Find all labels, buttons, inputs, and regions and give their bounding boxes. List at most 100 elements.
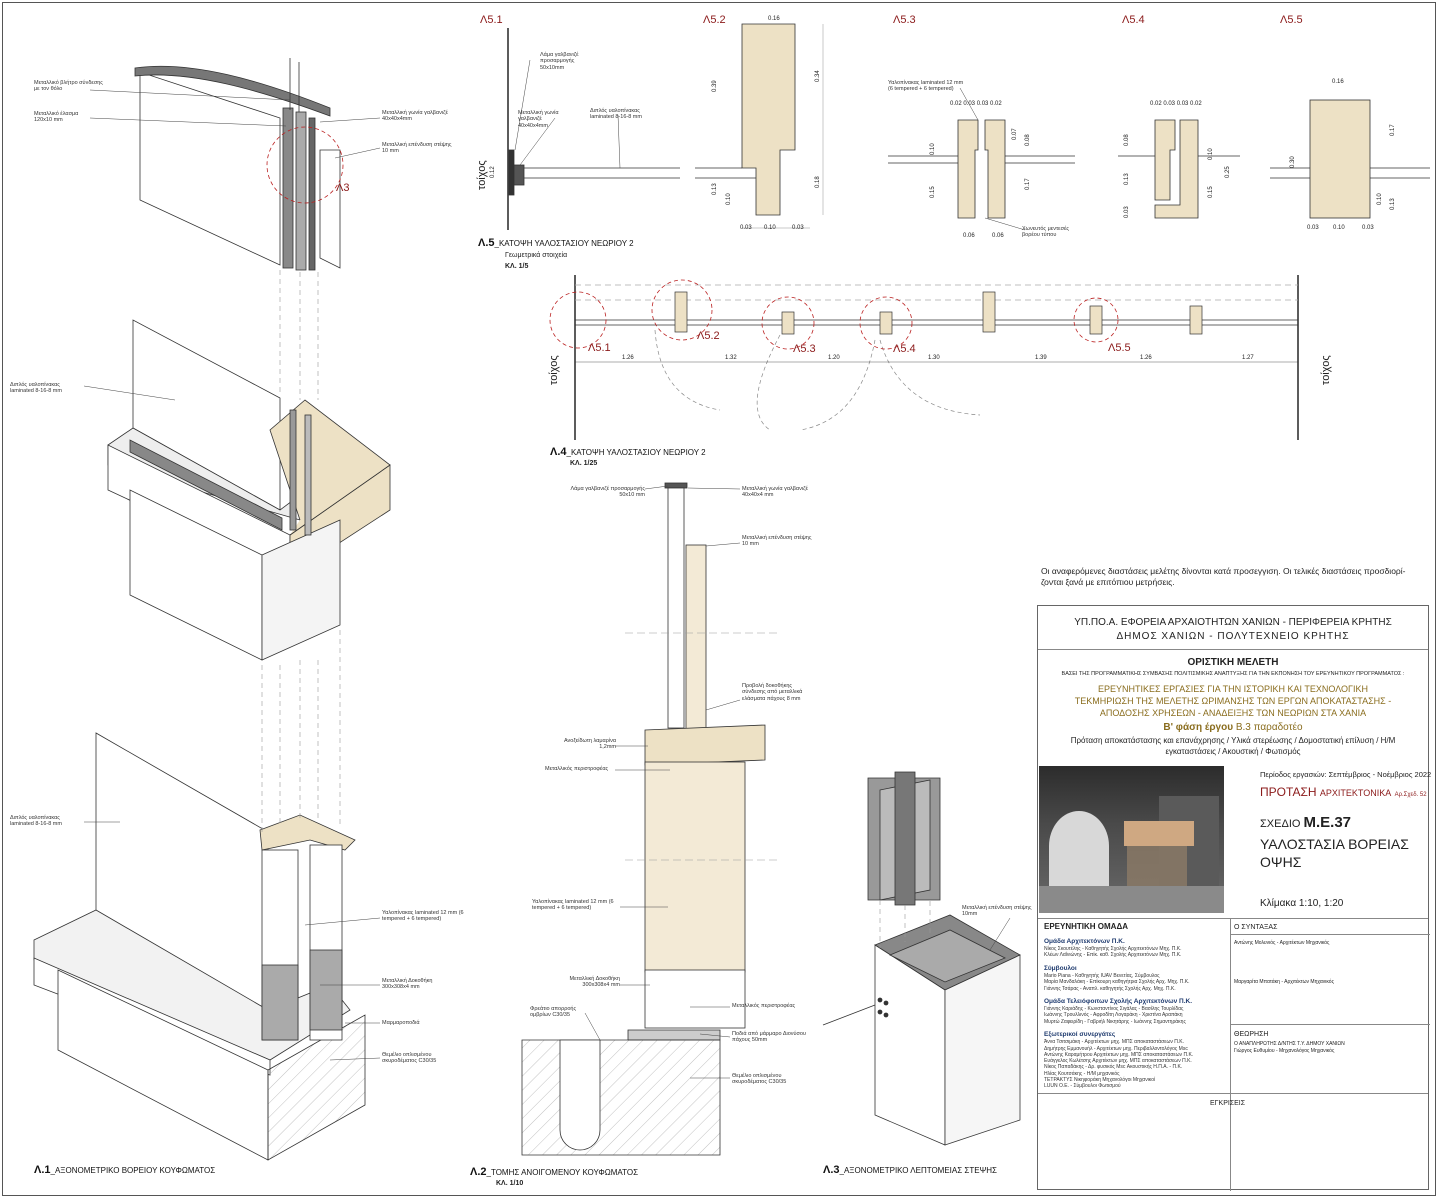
tb-project-2: ΤΕΚΜΗΡΙΩΣΗ ΤΗΣ ΜΕΛΕΤΗΣ ΩΡΙΜΑΝΣΗΣ ΤΩΝ ΕΡΓ…: [1074, 696, 1392, 706]
plan-leader-lines: [514, 59, 1026, 231]
tb-project-3: ΑΠΟΔΟΣΗΣ ΧΡΗΣΕΩΝ - ΑΝΑΔΕΙΞΗΣ ΤΩΝ ΝΕΩΡΙΩΝ…: [1099, 708, 1367, 718]
tb-basis: ΒΑΣΕΙ ΤΗΣ ΠΡΟΓΡΑΜΜΑΤΙΚΗΣ ΣΥΜΒΑΣΗΣ ΠΟΛΙΤΙ…: [1061, 671, 1405, 677]
l5-3-dim-017: 0.17: [1025, 178, 1031, 190]
section-leader-lines: [584, 485, 741, 1079]
l5-2-dim-034: 0.34: [815, 70, 821, 82]
axonometric-crown-detail: [822, 771, 1021, 1146]
tb-org-1: ΥΠ.ΠΟ.Α. ΕΦΟΡΕΙΑ ΑΡΧΑΙΟΤΗΤΩΝ ΧΑΝΙΩΝ - ΠΕ…: [1074, 617, 1392, 628]
l4-wall-right: τοίχος: [1320, 355, 1332, 385]
l2-scale: ΚΛ. 1/10: [496, 1180, 524, 1187]
l5-2-dim-width: 0.16: [768, 16, 780, 22]
section-break-lines: [625, 632, 780, 861]
l5-5-dim-030: 0.30: [1290, 156, 1296, 168]
dimensions-note: Οι αναφερόμενες διαστάσεις μελέτης δίνον…: [1041, 566, 1406, 588]
l5-2-label: Λ5.2: [703, 14, 726, 26]
tb-review-title: ΘΕΩΡΗΣΗ: [1234, 1031, 1269, 1038]
l5-5-dim-003b: 0.03: [1362, 225, 1374, 231]
tb-study: ΟΡΙΣΤΙΚΗ ΜΕΛΕΤΗ: [1187, 657, 1279, 668]
l1-annotation-dowel: Μεταλλικό βλήτρο σύνδεσης με τον θόλο: [34, 80, 103, 93]
l2-annotation-steel-sheet: Ανοξείδωτη λαμαρίνα 1,2mm: [563, 738, 616, 751]
l5-3-dim-008: 0.08: [1025, 134, 1031, 146]
l5-5-label: Λ5.5: [1280, 14, 1303, 26]
l5-dim-012: 0.12: [490, 166, 496, 178]
crown-leader-line: [989, 917, 1011, 951]
axonometric-bottom-assembly: [33, 732, 366, 1161]
l1-annotation-crown: Μεταλλική επένδυση στέψης 10 mm: [382, 142, 452, 155]
l5-4-dim-015: 0.15: [1208, 186, 1214, 198]
l3-annotation-crown: Μεταλλική επένδυση στέψης 10mm: [962, 905, 1032, 918]
l5-3-dim-010: 0.10: [930, 143, 936, 155]
l5-4-dim-003: 0.03: [1124, 206, 1130, 218]
l5-2-dim-013: 0.13: [712, 183, 718, 195]
l5-3-annotation-hinge: Χωνευτός μεντεσές βορέου τύπου: [1022, 226, 1070, 239]
l1-annotation-glass-lower: Διπλός υαλοπίνακας laminated 8-16-8 mm: [10, 815, 62, 828]
plan-detail-l5-4: [1118, 119, 1240, 219]
l4-wall-left: τοίχος: [548, 355, 560, 385]
tb-sheet-title-1: ΥΑΛΟΣΤΑΣΙΑ ΒΟΡΕΙΑΣ: [1260, 836, 1409, 852]
l5-5-dim-003a: 0.03: [1307, 225, 1319, 231]
tb-author-title: Ο ΣΥΝΤΑΞΑΣ: [1234, 924, 1278, 931]
l4-dim-6: 1.26: [1140, 355, 1152, 361]
tb-phase: Β' φάση έργου Β.3 παραδοτέο: [1163, 722, 1303, 733]
l5-4-label: Λ5.4: [1122, 14, 1145, 26]
tb-org-2: ΔΗΜΟΣ ΧΑΝΙΩΝ - ΠΟΛΥΤΕΧΝΕΙΟ ΚΡΗΤΗΣ: [1116, 631, 1350, 642]
l5-2-dim-003b: 0.03: [792, 225, 804, 231]
l4-dim-3: 1.20: [828, 355, 840, 361]
l2-annotation-laminated: Υαλοπίνακας laminated 12 mm (6 tempered …: [532, 899, 614, 912]
title-block: ΥΠ.ΠΟ.Α. ΕΦΟΡΕΙΑ ΑΡΧΑΙΟΤΗΤΩΝ ΧΑΝΙΩΝ - ΠΕ…: [1037, 605, 1431, 1191]
l4-dim-5: 1.39: [1035, 355, 1047, 361]
l5-annotation-angle: Μεταλλική γωνία γαλβανιζέ 40x40x4mm: [518, 110, 559, 129]
tb-review-1: Ο ΑΝΑΠΛΗΡΩΤΗΣ Δ/ΝΤΗΣ Τ.Υ. ΔΗΜΟΥ ΧΑΝΙΩΝ: [1234, 1041, 1345, 1047]
l2-annotation-crown: Μεταλλική επένδυση στέψης 10 mm: [742, 535, 812, 548]
tb-review-divider: [1230, 1024, 1430, 1025]
plan-l4-callouts: [549, 279, 1119, 350]
l1-annotation-marble: Μαρμαροποδιά: [382, 1020, 420, 1026]
l5-2-dim-039: 0.39: [712, 80, 718, 92]
tb-project-1: ΕΡΕΥΝΗΤΙΚΕΣ ΕΡΓΑΣΙΕΣ ΓΙΑ ΤΗΝ ΙΣΤΟΡΙΚΗ ΚΑ…: [1097, 684, 1369, 694]
plan-l4: [574, 275, 1299, 440]
tb-proposal: ΠΡΟΤΑΣΗ ΑΡΧΙΤΕΚΤΟΝΙΚΑ Αρ.Σχεδ. 52: [1260, 785, 1427, 799]
l4-scale: ΚΛ. 1/25: [570, 460, 598, 467]
crown-alignment-lines: [879, 892, 931, 948]
l5-3-dim-007: 0.07: [1012, 128, 1018, 140]
l5-4-dim-010: 0.10: [1208, 148, 1214, 160]
l5-2-dim-018: 0.18: [815, 176, 821, 188]
rendering-image: [1039, 766, 1224, 913]
tb-team-list: Ομάδα Αρχιτεκτόνων Π.Κ. Νίκος Σκουτέλης …: [1044, 938, 1194, 1089]
tb-author-2: Μαργαρίτα Μπατάκη - Αρχιτέκτων Μηχανικός: [1234, 979, 1334, 985]
l5-wall-label: τοίχος: [476, 160, 488, 190]
l2-annotation-angle: Μεταλλική γωνία γαλβανιζέ 40x40x4 mm: [742, 486, 808, 499]
l3-title: Λ.3_ΑΞΟΝΟΜΕΤΡΙΚΟ ΛΕΠΤΟΜΕΙΑΣ ΣΤΕΨΗΣ: [823, 1164, 997, 1176]
l5-5-dim-width: 0.16: [1332, 79, 1344, 85]
plan-detail-l5-2: [695, 23, 824, 229]
callout-l3: Λ3: [336, 182, 350, 194]
l4-title: Λ.4_ΚΑΤΟΨΗ ΥΑΛΟΣΤΑΣΙΟΥ ΝΕΩΡΙΟΥ 2: [550, 446, 706, 458]
l5-title: Λ.5_ΚΑΤΟΨΗ ΥΑΛΟΣΤΑΣΙΟΥ ΝΕΩΡΙΟΥ 2: [478, 237, 634, 249]
axonometric-top-assembly: [134, 58, 341, 271]
l1-annotation-angle: Μεταλλική γωνία γαλβανιζέ 40x40x4mm: [382, 110, 448, 123]
l1-annotation-beam: Μεταλλική Δοκοθήκη 300x308x4 mm: [382, 978, 433, 991]
l2-annotation-beam-projection: Προβολή δοκοθήκης σύνδεσης από μεταλλικά…: [742, 683, 803, 702]
tb-divider: [1038, 649, 1428, 650]
tb-vertical-divider: [1230, 918, 1231, 1191]
plan-detail-l5-3: [888, 119, 1075, 219]
l1-annotation-foundation: Θεμέλιο οπλισμένου σκυροδέματος C30/35: [382, 1052, 437, 1065]
tb-team-title: ΕΡΕΥΝΗΤΙΚΗ ΟΜΑΔΑ: [1044, 922, 1128, 931]
l1-annotation-plate: Μεταλλικό έλασμα 120x10 mm: [34, 111, 79, 124]
l5-4-dim-013: 0.13: [1124, 173, 1130, 185]
l5-annotation-glass: Διπλός υαλοπίνακας laminated 8-16-8 mm: [590, 108, 642, 121]
l2-annotation-pivot-bottom: Μεταλλικός περιστροφέας: [732, 1003, 796, 1009]
l1-title: Λ.1_ΑΞΟΝΟΜΕΤΡΙΚΟ ΒΟΡΕΙΟΥ ΚΟΥΦΩΜΑΤΟΣ: [34, 1164, 216, 1176]
l5-1-label: Λ5.1: [480, 14, 503, 26]
l5-2-dim-010b: 0.10: [764, 225, 776, 231]
l2-annotation-marble: Ποδιά από μάρμαρο Διονύσου πάχους 50mm: [732, 1031, 806, 1044]
l4-dim-1: 1.26: [622, 355, 634, 361]
l5-3-dim-015: 0.15: [930, 186, 936, 198]
l4-callout-5-2: Λ5.2: [697, 330, 720, 342]
tb-scope-1: Πρόταση αποκατάστασης και επανάχρησης / …: [1070, 736, 1396, 745]
tb-author-underline: [1230, 934, 1430, 935]
l5-5-dim-010: 0.10: [1333, 225, 1345, 231]
l5-annotation-flat: Λάμα γαλβανιζέ προσαρμογής 50x10mm: [540, 52, 579, 71]
l1-annotation-glass-upper: Διπλός υαλοπίνακας laminated 8-16-8 mm: [10, 382, 62, 395]
